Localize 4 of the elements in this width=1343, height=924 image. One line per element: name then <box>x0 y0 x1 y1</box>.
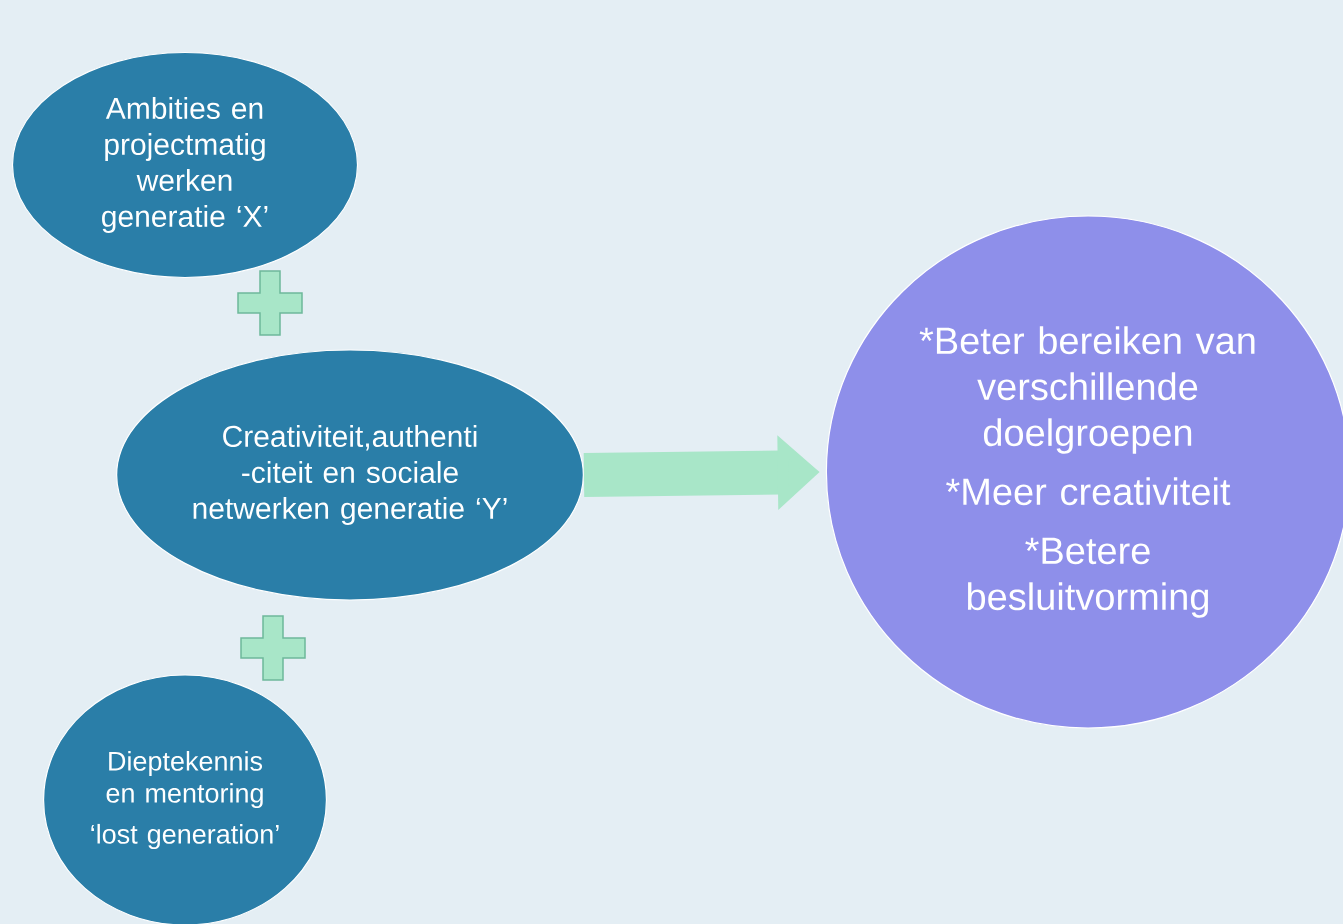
circle-node: *Beter bereiken van verschillende doelgroepen *Meer creativiteit *Betere besluitvorming <box>825 215 1343 729</box>
oval-node: Dieptekennis en mentoring ‘lost generation’ <box>43 674 328 924</box>
oval-node: Ambities en projectmatig werken generatie ‘X’ <box>11 51 359 279</box>
oval-node: Creativiteit,authenti -citeit en sociale netwerken generatie ‘Y’ <box>116 349 584 601</box>
